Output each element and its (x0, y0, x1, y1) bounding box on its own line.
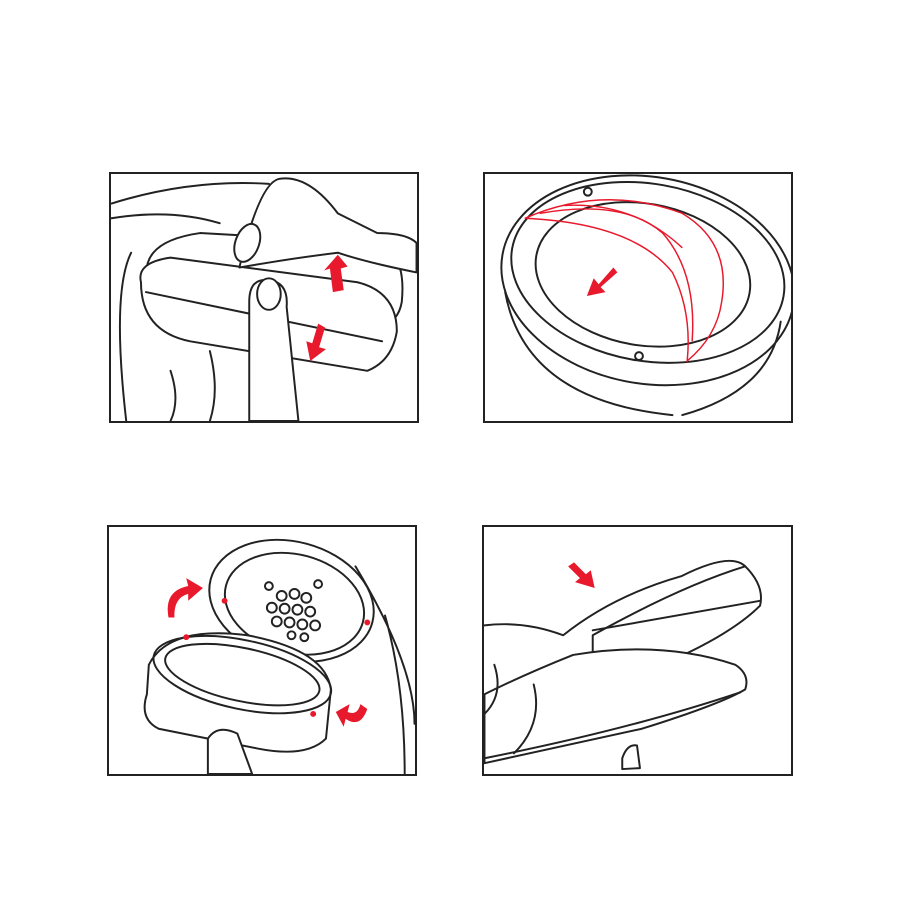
align-ear-pad-icon (143, 538, 415, 774)
step-panel-press-pad (482, 525, 793, 776)
arrow-up-icon (324, 254, 348, 293)
arrow-press-icon (568, 562, 595, 589)
arrow-inward-icon (586, 267, 618, 297)
step-panel-peel-adhesive (483, 172, 793, 423)
peel-adhesive-icon (500, 174, 791, 417)
arrow-down-icon (306, 323, 326, 361)
step-panel-align-pad (107, 525, 417, 776)
rotate-arrow-icon (335, 704, 368, 727)
step-panel-remove-pad (109, 172, 419, 423)
press-ear-pad-icon (484, 559, 762, 771)
rotate-arrow-icon (167, 578, 203, 618)
remove-ear-pad-icon (111, 177, 417, 421)
